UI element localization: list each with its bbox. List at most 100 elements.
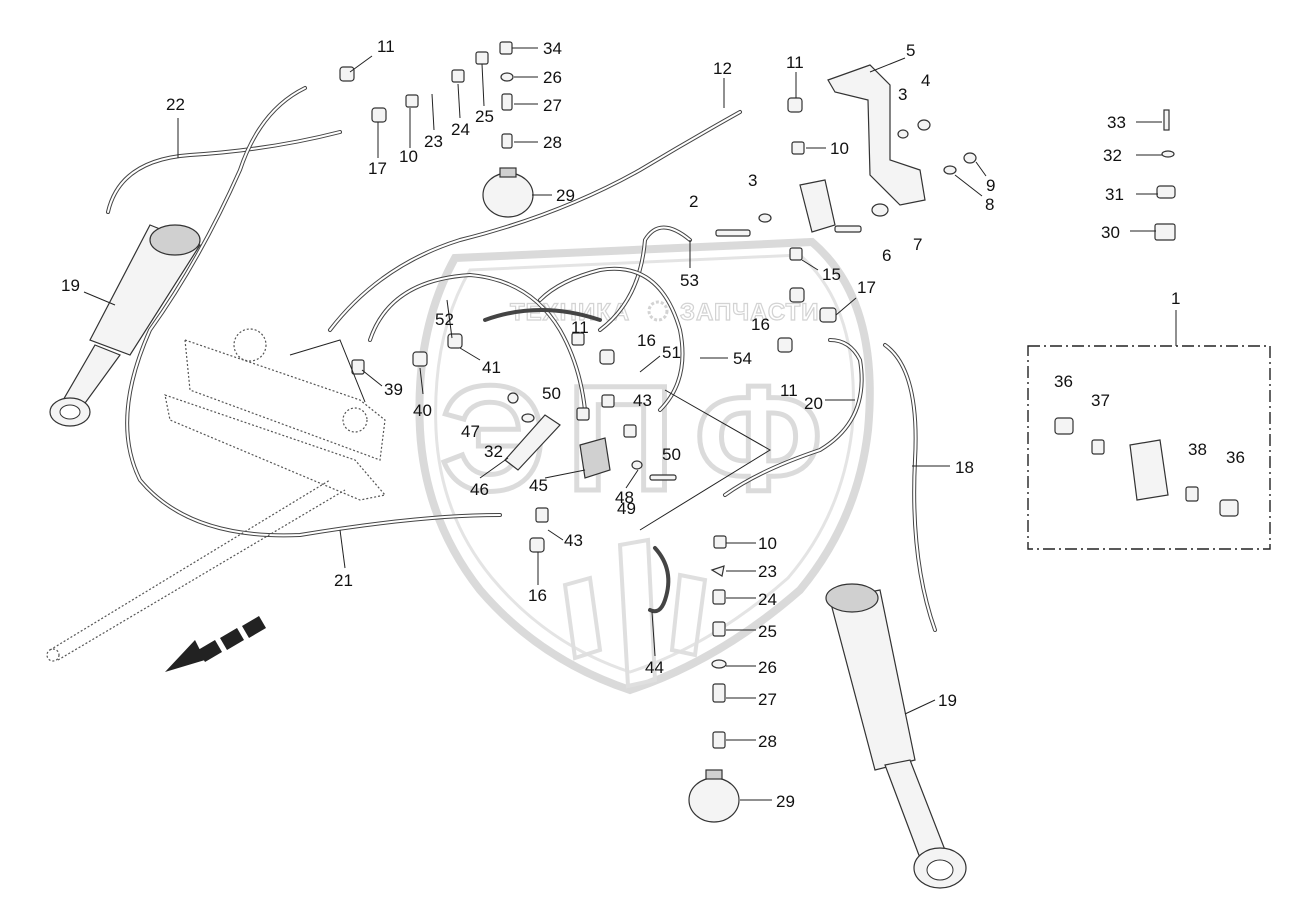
fitting-16c xyxy=(529,537,545,553)
fitting-27a xyxy=(501,93,513,111)
leader-45 xyxy=(544,469,586,479)
leader-39 xyxy=(361,369,383,387)
hose-54-inner xyxy=(539,267,684,411)
hose-20-inner xyxy=(724,339,863,496)
callout-40: 40 xyxy=(413,401,432,420)
bolt-49 xyxy=(649,474,677,481)
callout-10b: 10 xyxy=(830,139,849,158)
cylinder-19-right xyxy=(825,583,967,889)
accumulator-29-top xyxy=(482,167,534,218)
callout-25a: 25 xyxy=(475,107,494,126)
callout-48: 48 xyxy=(615,488,634,507)
hose-12 xyxy=(328,110,742,332)
callout-28b: 28 xyxy=(758,732,777,751)
callout-27b: 27 xyxy=(758,690,777,709)
cylinder-rod xyxy=(884,759,946,859)
callout-31: 31 xyxy=(1105,185,1124,204)
washer-7 xyxy=(871,203,889,217)
callout-21: 21 xyxy=(334,571,353,590)
fitting-26b xyxy=(711,659,727,669)
frame-mount xyxy=(233,328,267,362)
callout-46: 46 xyxy=(470,480,489,499)
callout-10c: 10 xyxy=(758,534,777,553)
callout-34: 34 xyxy=(543,39,562,58)
fitting-24b xyxy=(712,589,726,605)
arrow-head-icon xyxy=(165,640,205,672)
callout-26b: 26 xyxy=(758,658,777,677)
callout-16c: 16 xyxy=(528,586,547,605)
watermark-shield-inner xyxy=(434,253,855,674)
leader-group-manifold xyxy=(289,339,771,531)
hose-12-inner xyxy=(329,111,741,331)
callout-23b: 23 xyxy=(758,562,777,581)
frame-mount-2 xyxy=(342,407,368,433)
hose-52b xyxy=(483,308,602,322)
callout-7: 7 xyxy=(913,235,922,254)
bracket-5 xyxy=(827,64,926,206)
accumulator-29-bottom xyxy=(688,769,740,823)
leader-46 xyxy=(479,457,509,479)
leader-44 xyxy=(651,611,656,657)
leader-19b xyxy=(904,699,936,715)
accumulator-body xyxy=(482,172,534,218)
kit-1-box xyxy=(1027,310,1271,550)
valve-block-45 xyxy=(579,437,611,479)
washer-8 xyxy=(943,165,957,175)
callout-16b: 16 xyxy=(637,331,656,350)
plate-46 xyxy=(504,414,561,471)
watermark-logo-letters: ЭПФ xyxy=(440,354,843,522)
callout-16a: 16 xyxy=(751,315,770,334)
callout-19b: 19 xyxy=(938,691,957,710)
washer-3a xyxy=(897,129,909,139)
fitting-11c xyxy=(571,332,585,346)
fitting-34 xyxy=(499,41,513,55)
leader-25a xyxy=(481,63,485,107)
callout-17b: 17 xyxy=(857,278,876,297)
fitting-28a xyxy=(501,133,513,149)
leader-23a xyxy=(431,93,435,131)
kit-fitting-36a xyxy=(1054,417,1074,435)
fitting-28b xyxy=(712,731,726,749)
watermark-buildings xyxy=(562,537,708,689)
hose-22-inner xyxy=(107,131,341,213)
valve-body xyxy=(799,179,836,233)
callout-43b: 43 xyxy=(564,531,583,550)
washer-47 xyxy=(507,392,519,404)
callout-36b: 36 xyxy=(1226,448,1245,467)
cylinder-cap xyxy=(825,583,879,613)
callout-32b: 32 xyxy=(484,442,503,461)
leader-41 xyxy=(459,347,481,361)
nut-9 xyxy=(963,152,977,164)
fitting-50b xyxy=(623,424,637,438)
leader-lines xyxy=(83,47,1162,801)
leader-52 xyxy=(446,299,453,339)
cylinder-eye-hole xyxy=(926,859,954,881)
kit-bolt-38 xyxy=(1185,486,1199,502)
callout-51: 51 xyxy=(662,343,681,362)
callout-22: 22 xyxy=(166,95,185,114)
building-right xyxy=(669,572,708,658)
callout-23a: 23 xyxy=(424,132,443,151)
callout-54: 54 xyxy=(733,349,752,368)
hose-52-inner xyxy=(369,273,586,411)
hose-18-inner xyxy=(884,344,936,631)
leader-15 xyxy=(801,259,819,271)
callout-39: 39 xyxy=(384,380,403,399)
callout-3a: 3 xyxy=(898,85,907,104)
bolt-6 xyxy=(834,225,862,233)
callout-37: 37 xyxy=(1091,391,1110,410)
fitting-43a xyxy=(601,394,615,408)
fitting-10a xyxy=(405,94,419,108)
frame-sketch xyxy=(46,328,387,662)
kit-boundary xyxy=(1027,345,1271,550)
washer-32a xyxy=(1161,150,1175,158)
hoses xyxy=(106,86,937,632)
fitting-40 xyxy=(412,351,428,367)
leader-5 xyxy=(869,57,906,73)
leader-48 xyxy=(625,469,639,489)
fitting-10c xyxy=(713,535,727,549)
callout-20: 20 xyxy=(804,394,823,413)
callout-17a: 17 xyxy=(368,159,387,178)
plate-31 xyxy=(1156,185,1176,199)
building-center xyxy=(617,537,658,689)
